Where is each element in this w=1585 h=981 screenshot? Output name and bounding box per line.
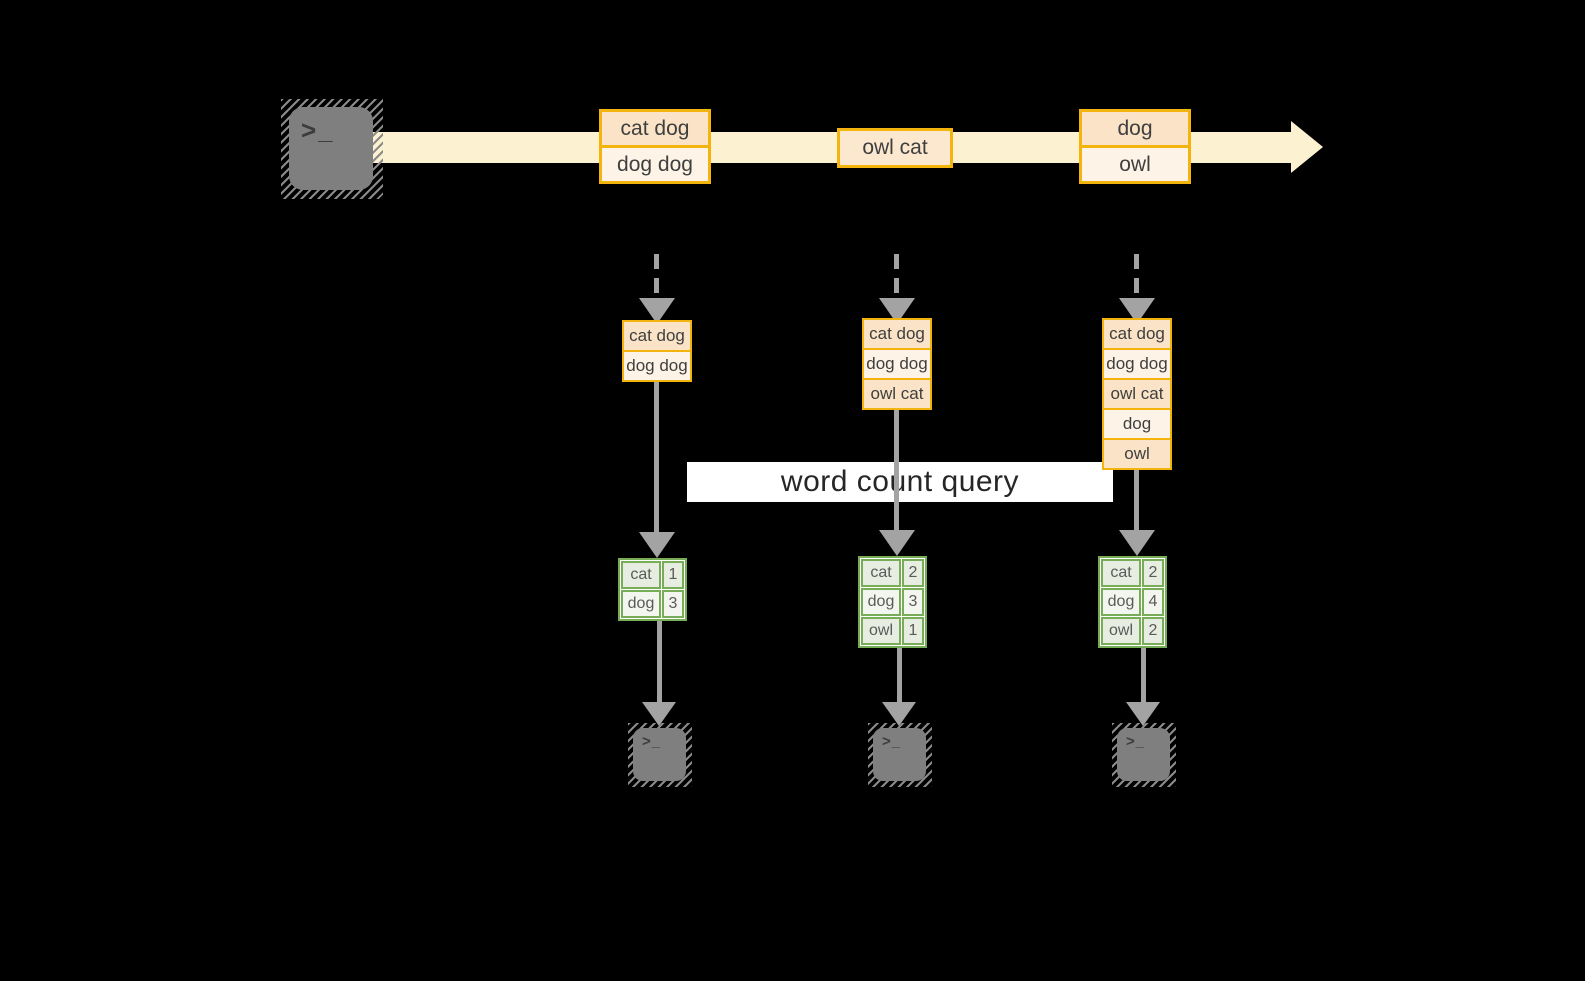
count-word: dog — [1101, 588, 1141, 616]
sink-terminal-icon: >_ — [628, 723, 692, 787]
count-value: 2 — [1142, 559, 1164, 587]
down-arrowhead-icon — [1126, 702, 1160, 726]
input-stack-2: cat dog dog dog owl cat — [862, 318, 932, 410]
count-word: dog — [621, 590, 661, 618]
down-arrowhead-icon — [1119, 530, 1155, 556]
count-value: 3 — [902, 588, 924, 616]
output-arrow-shaft — [897, 648, 902, 702]
query-arrow-shaft — [894, 410, 899, 532]
terminal-screen: >_ — [1117, 728, 1170, 781]
down-arrowhead-icon — [639, 532, 675, 558]
down-arrowhead-icon — [879, 530, 915, 556]
sink-terminal-icon: >_ — [868, 723, 932, 787]
stream-record: owl — [1079, 145, 1191, 184]
sink-terminal-icon: >_ — [1112, 723, 1176, 787]
count-word: dog — [861, 588, 901, 616]
query-arrow-shaft — [1134, 470, 1139, 532]
count-word: cat — [1101, 559, 1141, 587]
stream-record: owl cat — [837, 128, 953, 168]
count-table-1: cat 1 dog 3 — [618, 558, 687, 621]
input-line: owl cat — [1102, 378, 1172, 410]
stream-timeline-arrowhead-icon — [1291, 121, 1323, 173]
count-value: 3 — [662, 590, 684, 618]
dashed-arrow-shaft — [654, 254, 659, 298]
input-line: owl — [1102, 438, 1172, 470]
down-arrowhead-icon — [639, 298, 675, 324]
stream-record: dog dog — [599, 145, 711, 184]
input-line: dog dog — [1102, 348, 1172, 380]
terminal-screen: >_ — [633, 728, 686, 781]
down-arrowhead-icon — [642, 702, 676, 726]
terminal-screen: >_ — [289, 107, 373, 190]
dashed-arrow-shaft — [1134, 254, 1139, 298]
output-arrow-shaft — [1141, 648, 1146, 702]
count-table-3: cat 2 dog 4 owl 2 — [1098, 556, 1167, 648]
stream-record: cat dog — [599, 109, 711, 148]
count-word: cat — [861, 559, 901, 587]
dashed-arrow-shaft — [894, 254, 899, 298]
timeline-batch-1: cat dog dog dog — [599, 109, 711, 184]
query-arrow-shaft — [654, 382, 659, 534]
timeline-batch-2: owl cat — [837, 128, 953, 168]
count-word: owl — [861, 617, 901, 645]
count-value: 1 — [662, 561, 684, 589]
stream-record: dog — [1079, 109, 1191, 148]
input-stack-1: cat dog dog dog — [622, 320, 692, 382]
count-value: 2 — [1142, 617, 1164, 645]
source-terminal-icon: >_ — [281, 99, 383, 199]
terminal-screen: >_ — [873, 728, 926, 781]
down-arrowhead-icon — [882, 702, 916, 726]
count-value: 4 — [1142, 588, 1164, 616]
terminal-prompt-icon: >_ — [882, 733, 902, 750]
query-banner-label: word count query — [780, 465, 1020, 498]
count-value: 2 — [902, 559, 924, 587]
count-word: cat — [621, 561, 661, 589]
terminal-prompt-icon: >_ — [301, 115, 335, 145]
input-line: dog dog — [862, 348, 932, 380]
input-line: cat dog — [1102, 318, 1172, 350]
count-value: 1 — [902, 617, 924, 645]
input-line: dog — [1102, 408, 1172, 440]
count-table-2: cat 2 dog 3 owl 1 — [858, 556, 927, 648]
output-arrow-shaft — [657, 621, 662, 702]
input-line: cat dog — [622, 320, 692, 352]
input-line: owl cat — [862, 378, 932, 410]
input-line: cat dog — [862, 318, 932, 350]
count-word: owl — [1101, 617, 1141, 645]
terminal-prompt-icon: >_ — [1126, 733, 1146, 750]
input-line: dog dog — [622, 350, 692, 382]
query-banner: word count query — [687, 462, 1113, 502]
input-stack-3: cat dog dog dog owl cat dog owl — [1102, 318, 1172, 470]
timeline-batch-3: dog owl — [1079, 109, 1191, 184]
terminal-prompt-icon: >_ — [642, 733, 662, 750]
